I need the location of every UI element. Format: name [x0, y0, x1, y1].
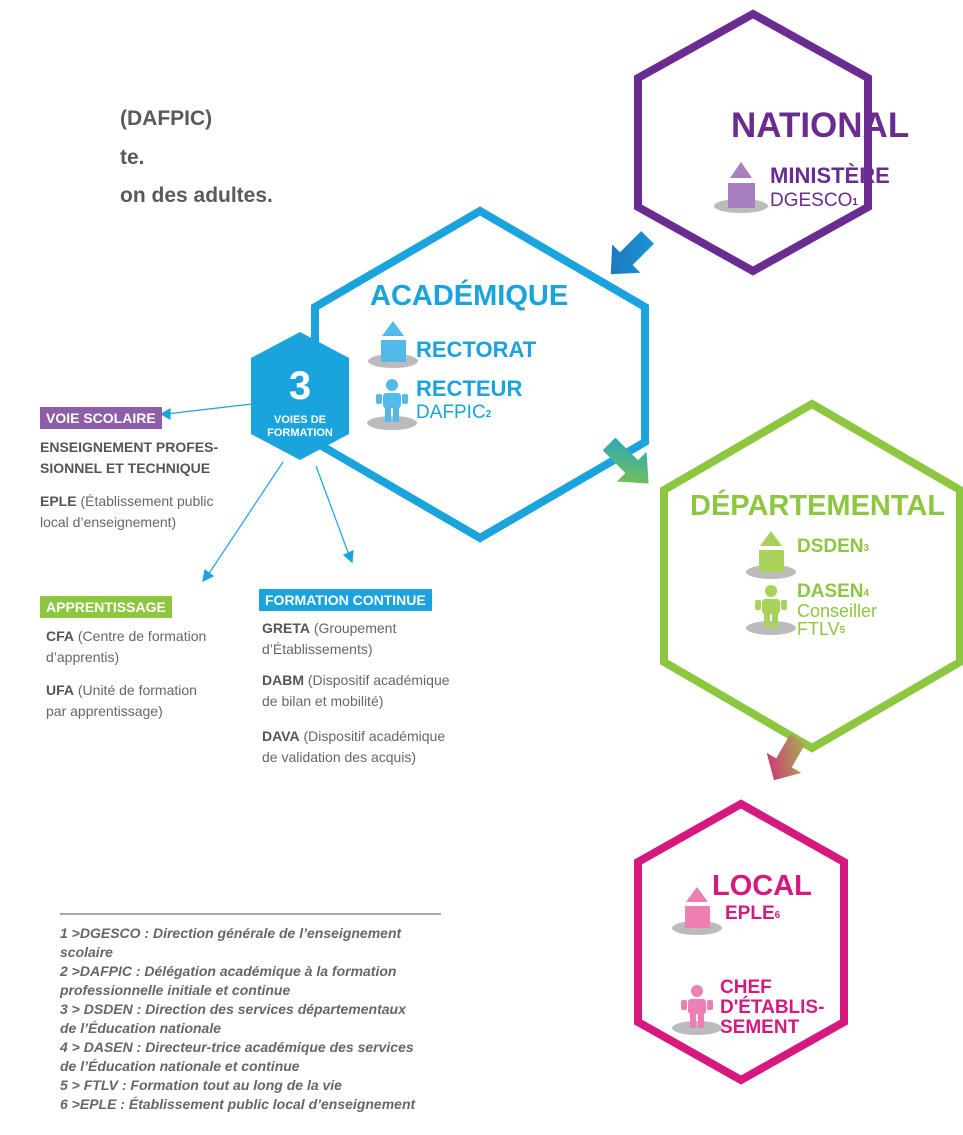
formation-continue-item: GRETA (Groupement d’Établissements) — [262, 620, 397, 657]
footnote-item: 6 >EPLE : Établissement public local d’e… — [60, 1096, 416, 1112]
apprentissage-item: CFA (Centre de formation d’apprentis) — [46, 628, 207, 665]
footnote-item: 1 >DGESCO : Direction générale de l’ense… — [60, 925, 402, 960]
ministere-label: MINISTÈRE — [770, 163, 890, 188]
recteur-person-icon — [367, 379, 417, 430]
apprentissage-tag: APPRENTISSAGE — [40, 596, 172, 618]
footnotes: 1 >DGESCO : Direction générale de l’ense… — [60, 924, 460, 1114]
intro-line-2: te. — [120, 146, 145, 169]
arrow-national-to-academique — [610, 231, 654, 275]
voie-scolaire-item: EPLE (Établissement public local d’ensei… — [40, 493, 214, 530]
footnote-item: 4 > DASEN : Directeur-trice académique d… — [60, 1039, 414, 1074]
footnote-item: 5 > FTLV : Formation tout au long de la … — [60, 1077, 342, 1093]
rectorat-label: RECTORAT — [416, 337, 537, 362]
dafpic-label: DAFPIC2 — [416, 402, 492, 423]
arrow-departemental-to-local — [766, 734, 806, 781]
local-title: LOCAL — [712, 870, 812, 902]
footnote-item: 3 > DSDEN : Direction des services dépar… — [60, 1001, 406, 1036]
national-hexagon — [634, 9, 872, 276]
formation-continue-tag: FORMATION CONTINUE — [259, 589, 432, 611]
voies-label: VOIES DE FORMATION — [267, 414, 333, 439]
dasen-label: DASEN4 — [797, 581, 870, 602]
rectorat-building-icon — [368, 321, 418, 368]
academique-hexagon — [311, 206, 649, 543]
voie-scolaire-tag: VOIE SCOLAIRE — [40, 407, 162, 429]
arrow-academique-to-departemental — [602, 437, 649, 484]
arrow-to-voie-scolaire — [159, 403, 253, 421]
eple-label: EPLE6 — [725, 903, 781, 924]
national-title: NATIONAL — [731, 106, 910, 145]
dsden-label: DSDEN3 — [797, 536, 870, 557]
arrow-to-formation-continue — [315, 465, 354, 564]
dsden-building-icon — [746, 531, 796, 579]
departemental-hexagon — [660, 399, 963, 753]
formation-continue-item: DABM (Dispositif académique de bilan et … — [262, 672, 450, 709]
academique-title: ACADÉMIQUE — [370, 280, 569, 312]
intro-line-3: on des adultes. — [120, 184, 273, 207]
local-hexagon — [634, 799, 848, 1085]
chef-etablissement-person-icon — [672, 985, 722, 1035]
recteur-label: RECTEUR — [416, 376, 523, 401]
voies-number: 3 — [288, 364, 312, 408]
ministere-building-icon — [714, 162, 768, 213]
formation-continue-item: DAVA (Dispositif académique de validatio… — [262, 728, 446, 765]
chef-etablissement-label: CHEF D'ÉTABLIS- SEMENT — [720, 977, 825, 1038]
dasen-person-icon — [746, 585, 796, 635]
footnote-item: 2 >DAFPIC : Délégation académique à la f… — [60, 963, 397, 998]
eple-building-icon — [672, 887, 722, 935]
apprentissage-item: UFA (Unité de formation par apprentissag… — [46, 682, 197, 719]
voie-scolaire-heading: ENSEIGNEMENT PROFES- SIONNEL ET TECHNIQU… — [40, 439, 219, 476]
conseiller-label: Conseiller FTLV5 — [797, 601, 878, 639]
voies-hexagon — [251, 332, 349, 460]
intro-line-1: (DAFPIC) — [120, 107, 213, 130]
arrow-to-apprentissage — [202, 461, 284, 583]
dgesco-label: DGESCO1 — [770, 190, 858, 211]
departemental-title: DÉPARTEMENTAL — [690, 490, 946, 522]
